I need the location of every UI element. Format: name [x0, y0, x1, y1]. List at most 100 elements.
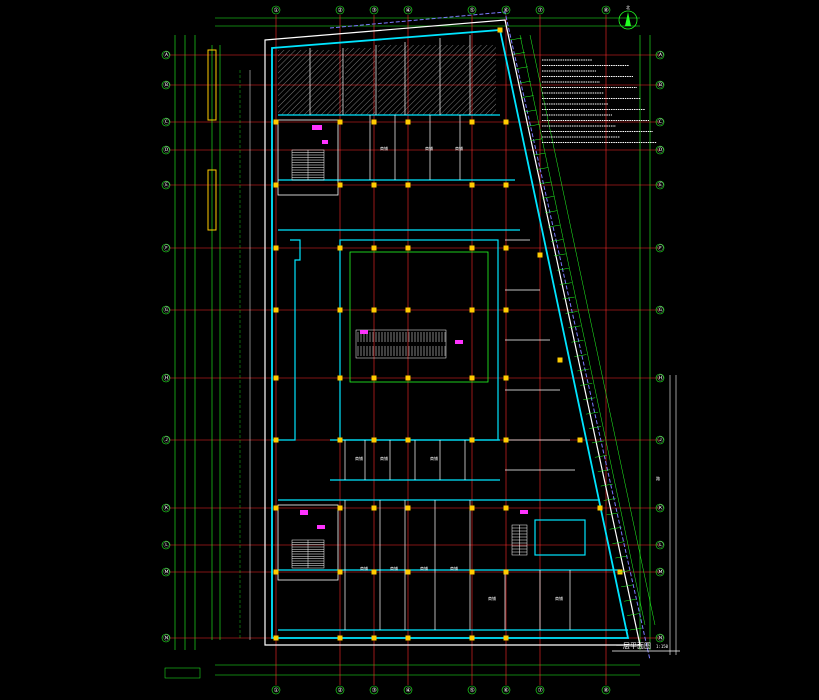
row-axis-label: Ⓛ — [164, 541, 170, 549]
column-marker — [273, 505, 279, 511]
column-marker — [371, 635, 377, 641]
row-axis-bubble — [655, 435, 665, 445]
strip-tick — [509, 37, 523, 41]
title-block: 一层平面图 1:150 — [612, 642, 680, 652]
drawing-scale: 1:150 — [656, 644, 669, 649]
row-axis-bubble — [161, 305, 171, 315]
room-label: 商铺 — [380, 455, 388, 461]
dimension-frame — [174, 17, 651, 676]
row-axis-label: Ⓗ — [658, 374, 664, 382]
column-marker — [405, 245, 411, 251]
column-marker — [503, 635, 509, 641]
row-axis-label: Ⓑ — [658, 81, 664, 89]
strip-tick — [530, 138, 543, 141]
column-marker — [371, 375, 377, 381]
row-axis-label: Ⓕ — [164, 244, 170, 252]
room-label: 商铺 — [390, 565, 398, 571]
column-marker — [405, 119, 411, 125]
strip-tick — [562, 296, 575, 300]
row-axis-bubble — [161, 373, 171, 383]
column-axis-label: ⑥ — [504, 687, 509, 694]
strip-tick — [524, 109, 537, 113]
column-marker — [273, 182, 279, 188]
column-marker — [337, 119, 343, 125]
strip-tick — [591, 440, 604, 444]
row-axis-bubble — [655, 117, 665, 127]
column-marker — [337, 635, 343, 641]
column-marker — [273, 119, 279, 125]
stair-cores — [291, 149, 528, 569]
strip-tick — [600, 483, 613, 487]
strip-tick — [568, 325, 581, 329]
row-axis-label: Ⓔ — [658, 181, 664, 189]
row-axis-label: Ⓜ — [164, 568, 170, 576]
column-marker — [405, 437, 411, 443]
strip-tick — [606, 512, 619, 516]
row-axis-bubble — [655, 305, 665, 315]
row-axis-label: Ⓙ — [658, 436, 664, 444]
structural-columns — [273, 27, 623, 641]
column-marker — [405, 635, 411, 641]
column-marker — [503, 437, 509, 443]
column-marker — [503, 182, 509, 188]
row-axis-label: Ⓑ — [164, 81, 170, 89]
column-marker — [371, 182, 377, 188]
road-label-group: 路 — [656, 375, 677, 655]
row-axis-label: Ⓚ — [164, 504, 170, 512]
strip-tick — [624, 598, 637, 602]
room-label: 商铺 — [360, 565, 368, 571]
building-outline — [264, 11, 651, 661]
column-marker — [273, 635, 279, 641]
strip-tick — [533, 152, 546, 156]
row-axis-bubble — [161, 180, 171, 190]
strip-tick — [597, 469, 610, 472]
strip-tick — [512, 52, 525, 55]
strip-tick — [559, 282, 572, 285]
escalator-outline — [355, 329, 447, 359]
column-marker — [371, 437, 377, 443]
row-axis-bubble — [655, 373, 665, 383]
column-marker — [371, 307, 377, 313]
strip-tick — [542, 196, 555, 199]
row-axis-bubble — [161, 243, 171, 253]
road-label: 路 — [656, 475, 660, 481]
row-axis-bubble — [161, 145, 171, 155]
strip-tick — [550, 239, 564, 242]
column-marker — [405, 375, 411, 381]
column-marker — [469, 182, 475, 188]
column-marker — [503, 307, 509, 313]
row-axis-bubble — [655, 80, 665, 90]
room-label: 商铺 — [425, 145, 433, 151]
column-marker — [337, 505, 343, 511]
row-axis-bubble — [655, 243, 665, 253]
column-marker — [503, 245, 509, 251]
column-axis-bubble — [403, 5, 413, 15]
row-axis-label: Ⓐ — [658, 51, 664, 59]
general-notes-block — [542, 59, 657, 143]
room-label: 商铺 — [450, 565, 458, 571]
column-axis-bubble — [535, 685, 545, 695]
row-axis-bubble — [655, 145, 665, 155]
column-marker — [273, 307, 279, 313]
row-axis-bubble — [655, 633, 665, 643]
column-marker — [469, 119, 475, 125]
column-marker — [469, 375, 475, 381]
strip-tick — [553, 253, 566, 257]
column-axis-bubble — [535, 5, 545, 15]
strip-edge — [529, 34, 656, 626]
column-axis-bubble — [403, 685, 413, 695]
row-axis-label: Ⓕ — [658, 244, 664, 252]
room-label: 商铺 — [488, 595, 496, 601]
column-marker — [597, 505, 603, 511]
north-label: 北 — [626, 4, 630, 10]
strip-tick — [594, 455, 607, 458]
side-strip-details — [509, 34, 656, 631]
strip-tick — [609, 527, 622, 530]
column-marker — [469, 569, 475, 575]
room-label: 商铺 — [430, 455, 438, 461]
column-axis-label: ⑧ — [604, 7, 609, 14]
column-axis-bubble — [601, 685, 611, 695]
row-axis-label: Ⓜ — [658, 568, 664, 576]
row-axis-bubble — [161, 80, 171, 90]
